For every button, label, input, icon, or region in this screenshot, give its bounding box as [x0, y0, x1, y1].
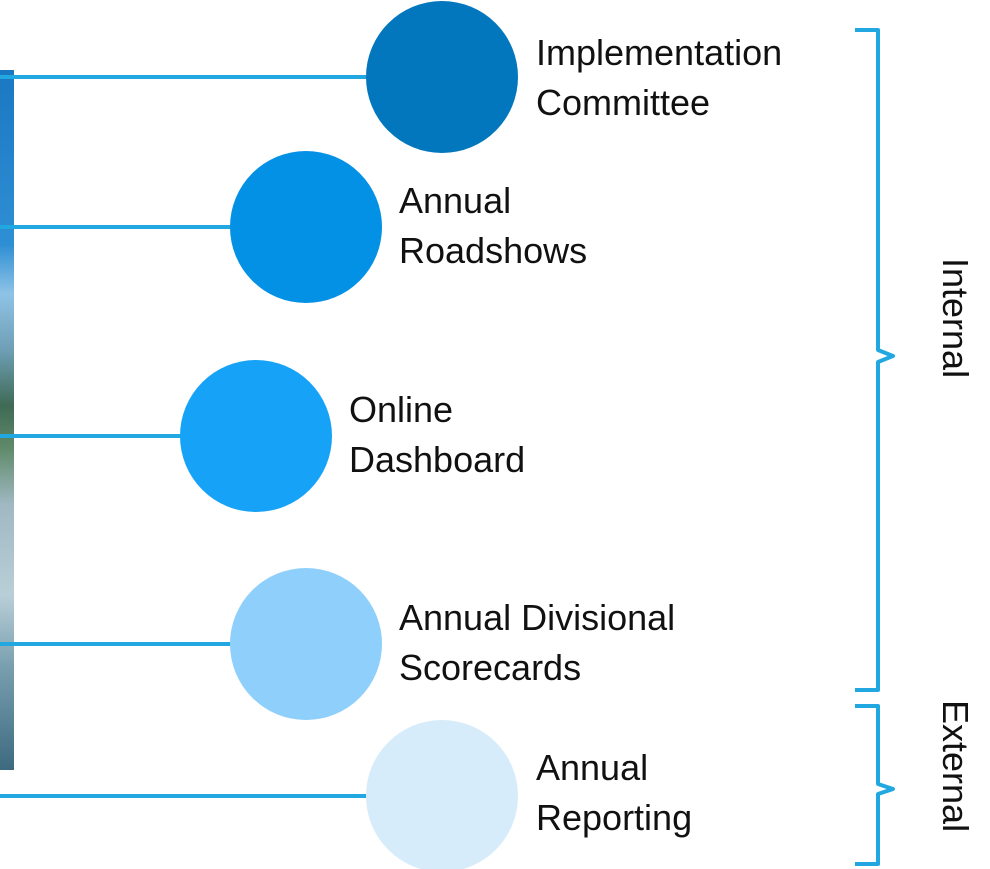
- node-label-line: Implementation: [536, 32, 783, 73]
- node-label-line: Annual Divisional: [399, 597, 676, 638]
- node-label-line: Dashboard: [349, 439, 526, 480]
- node-label-roadshows: Annual Roadshows: [399, 176, 587, 276]
- node-label-line: Online: [349, 389, 454, 430]
- group-label-external: External: [935, 700, 976, 833]
- bracket-internal: [855, 28, 895, 692]
- group-label-internal: Internal: [935, 258, 976, 379]
- node-label-scorecards: Annual Divisional Scorecards: [399, 593, 675, 693]
- node-label-line: Scorecards: [399, 647, 582, 688]
- node-label-line: Reporting: [536, 797, 693, 838]
- bracket-external: [855, 704, 895, 866]
- node-label-reporting: Annual Reporting: [536, 743, 692, 843]
- node-label-line: Committee: [536, 82, 711, 123]
- node-circle-implementation: [366, 1, 518, 153]
- node-circle-roadshows: [230, 151, 382, 303]
- node-circle-scorecards: [230, 568, 382, 720]
- background-photo-strip: [0, 70, 14, 770]
- node-label-line: Roadshows: [399, 230, 588, 271]
- node-label-line: Annual: [536, 747, 649, 788]
- node-circle-dashboard: [180, 360, 332, 512]
- node-label-dashboard: Online Dashboard: [349, 385, 525, 485]
- node-label-line: Annual: [399, 180, 512, 221]
- node-label-implementation: Implementation Committee: [536, 28, 782, 128]
- node-circle-reporting: [366, 720, 518, 869]
